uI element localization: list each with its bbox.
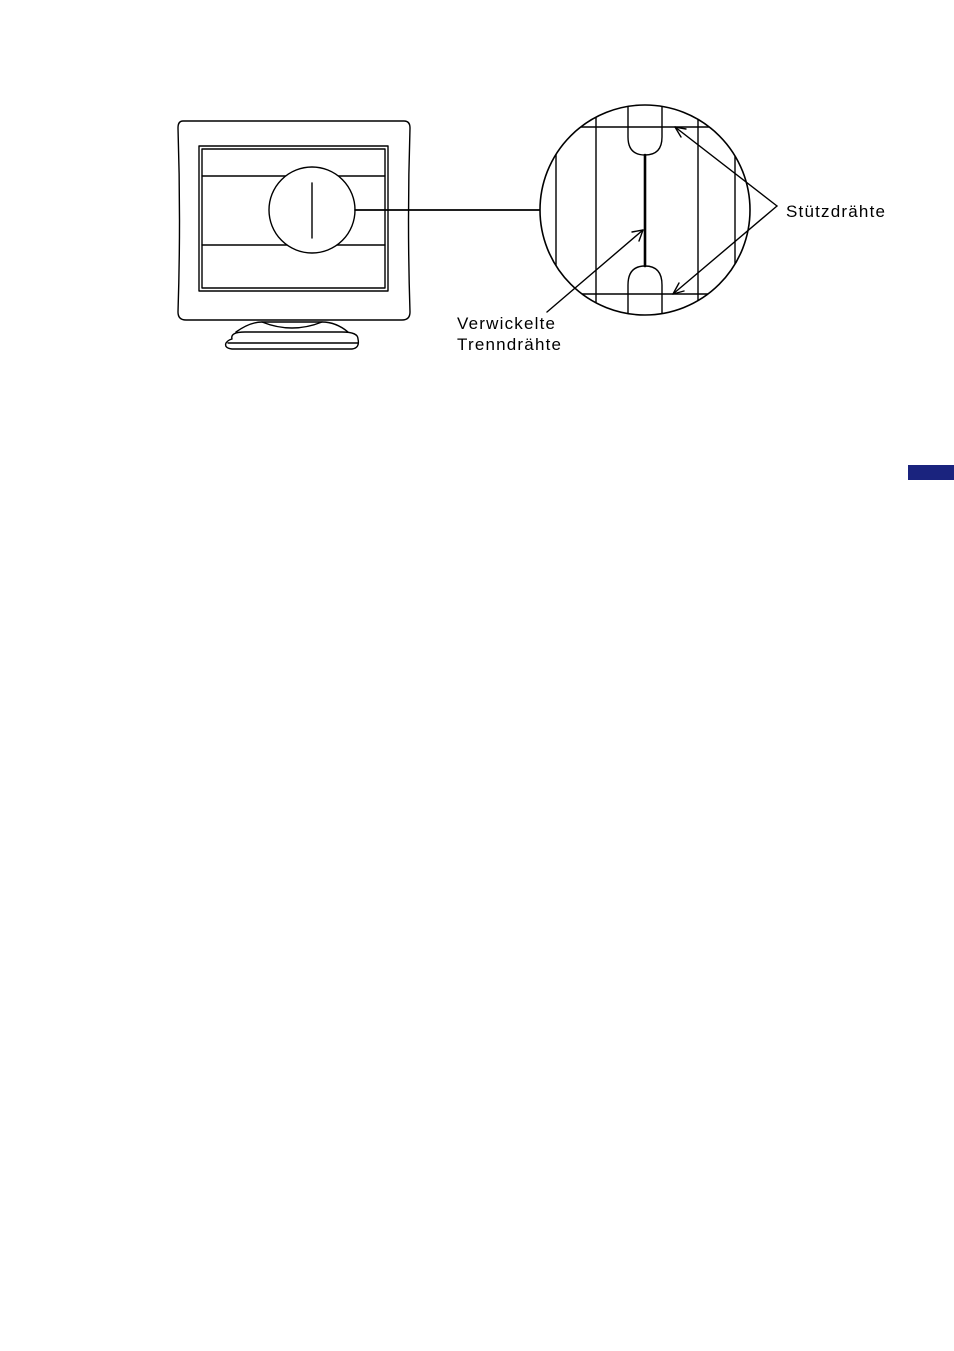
label-tangled-wires-line2: Trenndrähte [457, 335, 562, 354]
label-support-wires: Stützdrähte [786, 202, 886, 221]
monitor-stand-neck-curve [262, 322, 322, 328]
monitor-illustration [178, 121, 410, 349]
section-edge-tab [908, 465, 954, 480]
monitor-stand-base [226, 332, 359, 349]
label-tangled-wires-line1: Verwickelte [457, 314, 556, 333]
aperture-slot-lower [628, 266, 662, 320]
zoom-view [540, 100, 750, 320]
monitor-stand-neck [236, 322, 348, 332]
